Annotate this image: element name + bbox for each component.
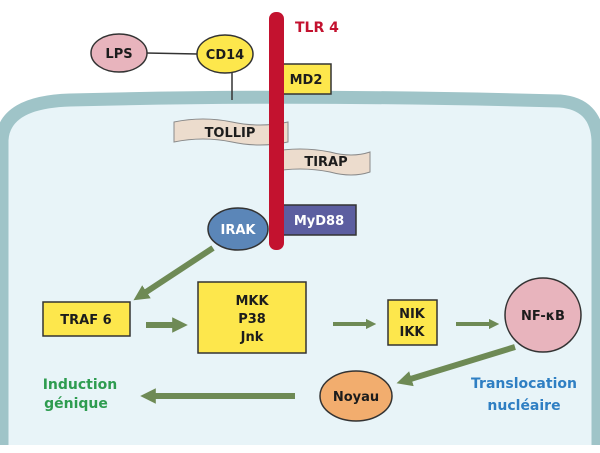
noyau-label: Noyau — [333, 390, 379, 405]
cd14-node — [196, 34, 254, 74]
nik-label-line2: IKK — [400, 325, 426, 340]
noyau-node — [319, 370, 393, 422]
nfkb-node — [504, 277, 582, 353]
lps-label: LPS — [105, 47, 132, 62]
induction-label-line1: Induction — [43, 377, 118, 393]
cd14-label: CD14 — [206, 48, 244, 63]
arrow-irak-to-traf6 — [133, 245, 215, 301]
mkk-box — [197, 281, 307, 354]
tlr4-label: TLR 4 — [295, 20, 339, 36]
tlr4-receptor-bar — [269, 12, 284, 250]
lps-cd14-link — [145, 52, 199, 55]
arrow-nfkb-to-noyau — [396, 344, 516, 387]
induction-label-line2: génique — [44, 396, 108, 412]
md2-box — [281, 63, 332, 95]
translocation-label-line2: nucléaire — [487, 398, 560, 414]
nfkb-label: NF-κB — [521, 309, 565, 324]
tirap-label: TIRAP — [304, 155, 347, 170]
lps-node — [90, 33, 148, 73]
tirap-ribbon — [269, 148, 371, 176]
nik-ikk-box — [387, 299, 438, 346]
traf6-label: TRAF 6 — [60, 313, 111, 328]
irak-label: IRAK — [221, 223, 257, 238]
md2-label: MD2 — [290, 73, 323, 88]
mkk-label-line1: MKK — [235, 294, 269, 309]
translocation-label-line1: Translocation — [471, 376, 577, 392]
nik-label-line1: NIK — [399, 307, 426, 322]
myd88-label: MyD88 — [294, 214, 344, 229]
traf6-box — [42, 301, 131, 337]
tollip-ribbon — [173, 118, 289, 146]
mkk-label-line3: Jnk — [240, 330, 264, 345]
mkk-label-line2: P38 — [238, 312, 266, 327]
cell-membrane — [0, 90, 600, 445]
tollip-label: TOLLIP — [205, 126, 256, 141]
irak-node — [207, 207, 269, 251]
